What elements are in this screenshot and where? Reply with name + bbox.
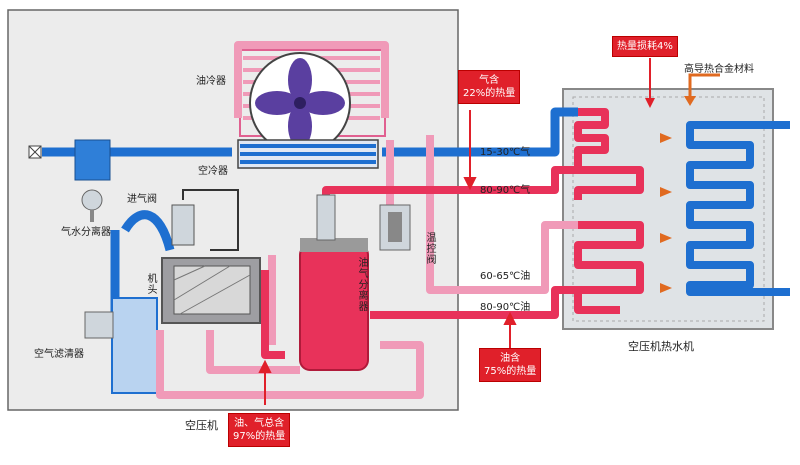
total-heat-line1: 油、气总含 xyxy=(234,418,285,429)
total-heat-tag: 油、气总含 97%的热量 xyxy=(228,413,291,447)
water-separator-label: 气水分离器 xyxy=(61,227,111,238)
compressor-title: 空压机 xyxy=(185,419,218,432)
oil-heat-tag: 油含 75%的热量 xyxy=(479,348,542,382)
flow-gas-15-30: 15-30℃气 xyxy=(480,147,531,158)
material-label: 高导热合金材料 xyxy=(684,64,754,75)
oil-heat-line1: 油含 xyxy=(500,353,521,364)
heat-loss-tag: 热量损耗4% xyxy=(612,36,678,57)
gas-heat-line2: 22%的热量 xyxy=(463,88,516,99)
heat-loss-text: 热量损耗4% xyxy=(617,41,673,52)
heat-exchanger-coil-oil xyxy=(574,221,644,314)
air-head-label: 机头 xyxy=(147,274,158,296)
flow-oil-60-65: 60-65℃油 xyxy=(480,271,531,282)
gas-heat-line1: 气含 xyxy=(479,75,500,86)
flow-gas-80-90: 80-90℃气 xyxy=(480,185,531,196)
air-cooler xyxy=(237,139,379,169)
thermostat-valve-label: 温控阀 xyxy=(426,233,437,266)
oil-gas-separator-label: 油气分离器 xyxy=(358,258,369,313)
air-head xyxy=(161,257,261,324)
water-separator xyxy=(74,139,111,222)
thermostat-valve xyxy=(379,204,411,251)
oil-gas-separator xyxy=(299,194,369,371)
heat-loss-arrow xyxy=(645,58,655,108)
fan-icon xyxy=(249,52,351,154)
intake-valve-label: 进气阀 xyxy=(127,194,157,205)
air-cooler-label: 空冷器 xyxy=(198,166,228,177)
heat-exchanger-coil-gas xyxy=(574,108,644,200)
valve-icon xyxy=(28,145,42,159)
total-heat-line2: 97%的热量 xyxy=(233,431,286,442)
intake-valve xyxy=(171,189,239,251)
flow-oil-80-90: 80-90℃油 xyxy=(480,302,531,313)
heat-exchanger-coil-water xyxy=(686,121,790,296)
gas-heat-tag: 气含 22%的热量 xyxy=(458,70,521,104)
material-arrow xyxy=(684,73,720,106)
hot-water-unit-title: 空压机热水机 xyxy=(628,340,694,353)
tag-pointer-arrows xyxy=(258,110,517,405)
oil-cooler-label: 油冷器 xyxy=(196,76,226,87)
air-filter-label: 空气滤清器 xyxy=(34,349,84,360)
heat-transfer-arrows xyxy=(660,133,672,293)
oil-heat-line2: 75%的热量 xyxy=(484,366,537,377)
